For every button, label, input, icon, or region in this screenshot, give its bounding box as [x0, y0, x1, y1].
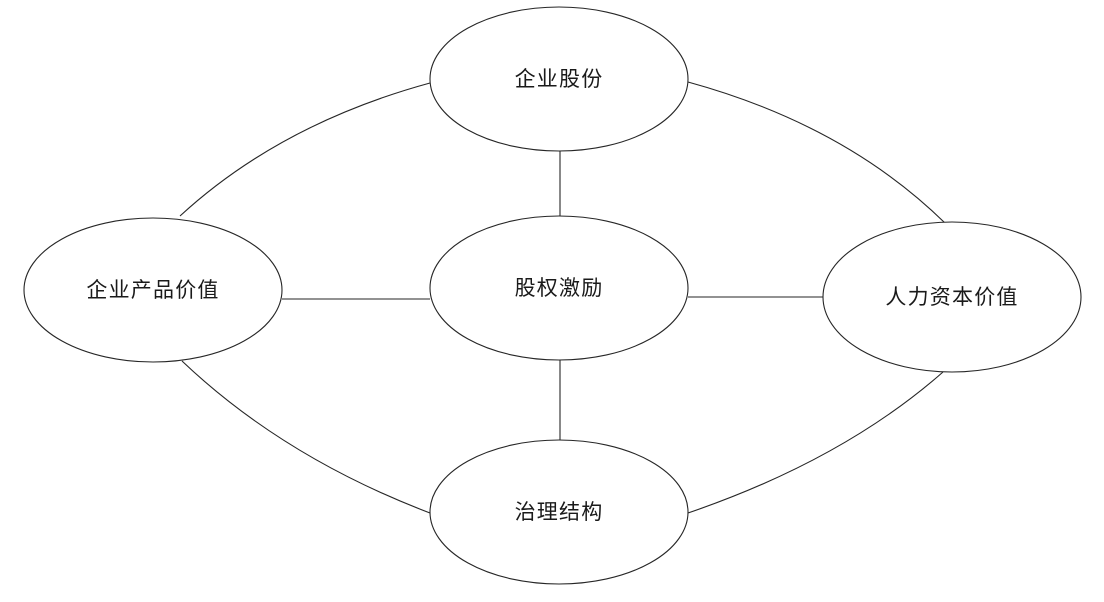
node-bottom-ellipse[interactable] [429, 439, 689, 585]
node-top-ellipse[interactable] [429, 6, 689, 152]
node-bottom-label: 治理结构 [515, 500, 604, 524]
connector-group [179, 81, 946, 514]
node-right[interactable]: 人力资本价值 [822, 221, 1082, 373]
node-top[interactable]: 企业股份 [429, 6, 689, 152]
node-left[interactable]: 企业产品价值 [23, 217, 283, 363]
node-left-ellipse[interactable] [23, 217, 283, 363]
node-right-ellipse[interactable] [822, 221, 1082, 373]
node-center[interactable]: 股权激励 [429, 215, 689, 361]
node-center-ellipse[interactable] [429, 215, 689, 361]
node-center-label: 股权激励 [515, 276, 604, 300]
connector-left-to-top [179, 82, 431, 217]
connector-bottom-to-right [687, 371, 944, 514]
node-right-label: 人力资本价值 [885, 285, 1018, 309]
connector-left-to-bottom [181, 360, 431, 514]
node-bottom[interactable]: 治理结构 [429, 439, 689, 585]
node-top-label: 企业股份 [515, 67, 604, 91]
connector-top-to-right [687, 81, 946, 224]
node-left-label: 企业产品价值 [86, 278, 219, 302]
